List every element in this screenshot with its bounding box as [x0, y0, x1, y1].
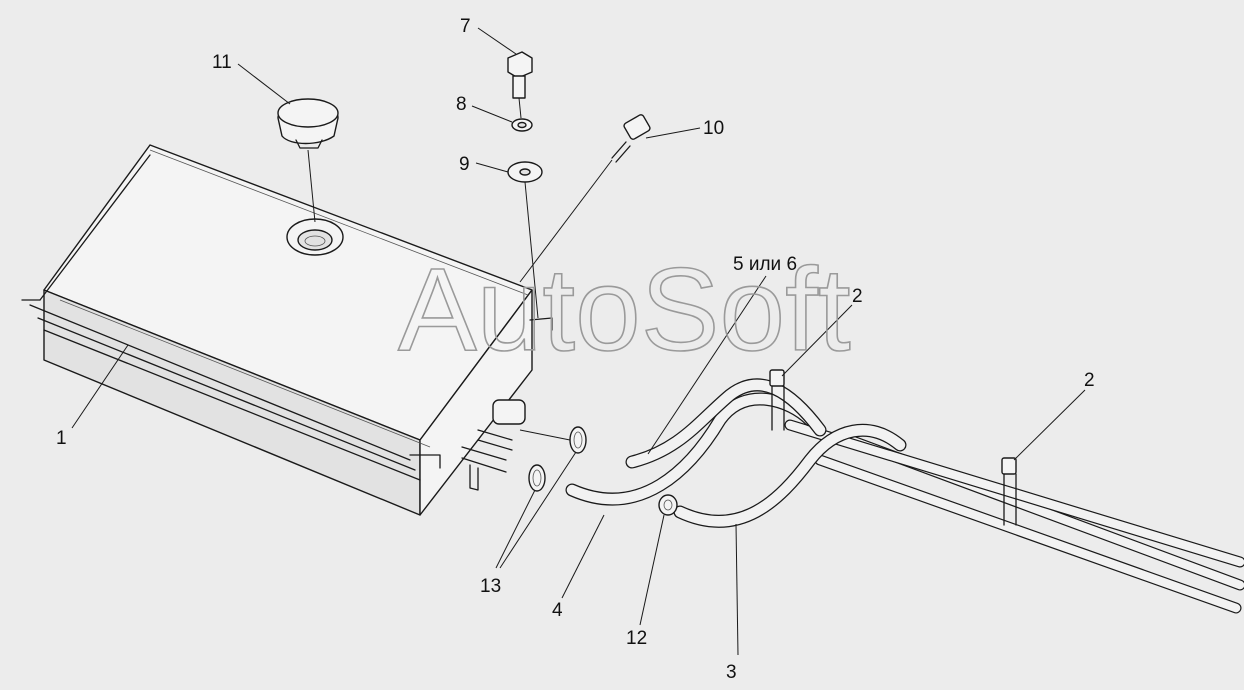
fuel-sensor	[519, 114, 651, 283]
fuel-tank	[21, 144, 553, 516]
clamp-13-lower	[528, 464, 546, 492]
callout-2-left: 2	[852, 286, 863, 307]
filler-neck	[286, 218, 344, 256]
hose-3	[673, 423, 907, 528]
callout-4: 4	[552, 600, 563, 621]
hose-4	[565, 392, 817, 506]
spring-washer	[511, 118, 533, 132]
hose-5-or-6	[625, 378, 827, 469]
callout-1: 1	[56, 428, 67, 449]
clip-2-left	[769, 369, 785, 431]
clamp-13-upper	[519, 426, 587, 454]
callout-8: 8	[456, 94, 467, 115]
bolt	[507, 51, 533, 119]
callout-labels: 1 2 2 3 4 5 или 6 7 8 9 10 11 12 13	[56, 16, 1095, 683]
fuel-lines	[784, 419, 1244, 614]
filler-cap	[277, 98, 339, 223]
callout-2-right: 2	[1084, 370, 1095, 391]
leader-lines	[71, 27, 1086, 656]
tank-outlet-pipes	[461, 399, 526, 491]
callout-5-or-6: 5 или 6	[733, 254, 797, 275]
callout-11: 11	[212, 52, 232, 73]
watermark: AutoSoft	[398, 244, 851, 376]
callout-13: 13	[480, 576, 501, 597]
clamp-12	[658, 494, 678, 516]
callout-7: 7	[460, 16, 471, 37]
callout-9: 9	[459, 154, 470, 175]
callout-12: 12	[626, 628, 647, 649]
callout-3: 3	[726, 662, 737, 683]
callout-10: 10	[703, 118, 724, 139]
clip-2-right	[1001, 457, 1017, 526]
